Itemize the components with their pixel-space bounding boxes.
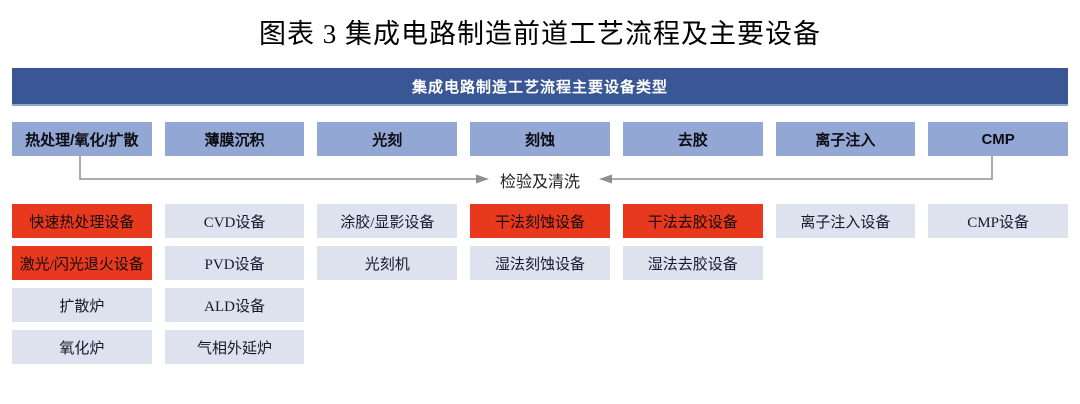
equipment-box: 激光/闪光退火设备 — [12, 246, 152, 280]
flow-arrow-left-head-icon — [476, 174, 489, 184]
inspection-arrow-row: 检验及清洗 — [12, 156, 1068, 204]
category-box-6: CMP — [928, 122, 1068, 156]
equipment-box: PVD设备 — [164, 246, 305, 280]
equipment-box: CMP设备 — [928, 204, 1068, 238]
equipment-box: CVD设备 — [164, 204, 305, 238]
figure-title: 图表 3 集成电路制造前道工艺流程及主要设备 — [259, 19, 821, 49]
category-box-2: 光刻 — [317, 122, 458, 156]
equipment-box: 湿法刻蚀设备 — [470, 246, 610, 280]
equipment-column-2: 涂胶/显影设备光刻机 — [317, 204, 458, 280]
flow-arrow-left-line — [79, 156, 476, 180]
equipment-box: 快速热处理设备 — [12, 204, 152, 238]
equipment-box: 光刻机 — [317, 246, 458, 280]
banner-header: 集成电路制造工艺流程主要设备类型 — [12, 68, 1068, 106]
flow-arrow-right-head-icon — [599, 174, 612, 184]
equipment-box: 湿法去胶设备 — [622, 246, 763, 280]
equipment-box: ALD设备 — [164, 288, 305, 322]
equipment-column-6: CMP设备 — [928, 204, 1068, 238]
category-box-1: 薄膜沉积 — [164, 122, 305, 156]
equipment-column-4: 干法去胶设备湿法去胶设备 — [622, 204, 763, 280]
category-box-3: 刻蚀 — [470, 122, 610, 156]
equipment-grid: 快速热处理设备激光/闪光退火设备扩散炉氧化炉 CVD设备 PVD设备 ALD设备气相外… — [12, 204, 1068, 364]
category-box-5: 离子注入 — [775, 122, 916, 156]
category-box-4: 去胶 — [622, 122, 763, 156]
flow-arrow-right-line — [612, 156, 993, 180]
equipment-box: 离子注入设备 — [775, 204, 916, 238]
equipment-column-3: 干法刻蚀设备湿法刻蚀设备 — [470, 204, 610, 280]
equipment-column-1: CVD设备 PVD设备 ALD设备气相外延炉 — [164, 204, 305, 364]
category-box-0: 热处理/氧化/扩散 — [12, 122, 152, 156]
equipment-box: 干法去胶设备 — [622, 204, 763, 238]
equipment-box: 干法刻蚀设备 — [470, 204, 610, 238]
equipment-box: 涂胶/显影设备 — [317, 204, 458, 238]
equipment-box: 扩散炉 — [12, 288, 152, 322]
equipment-column-0: 快速热处理设备激光/闪光退火设备扩散炉氧化炉 — [12, 204, 152, 364]
category-row: 热处理/氧化/扩散薄膜沉积光刻刻蚀去胶离子注入 CMP — [12, 122, 1068, 156]
equipment-box: 气相外延炉 — [164, 330, 305, 364]
flow-arrows-graphic — [79, 156, 993, 184]
equipment-column-5: 离子注入设备 — [775, 204, 916, 238]
equipment-box: 氧化炉 — [12, 330, 152, 364]
inspection-cleaning-label: 检验及清洗 — [493, 168, 587, 192]
